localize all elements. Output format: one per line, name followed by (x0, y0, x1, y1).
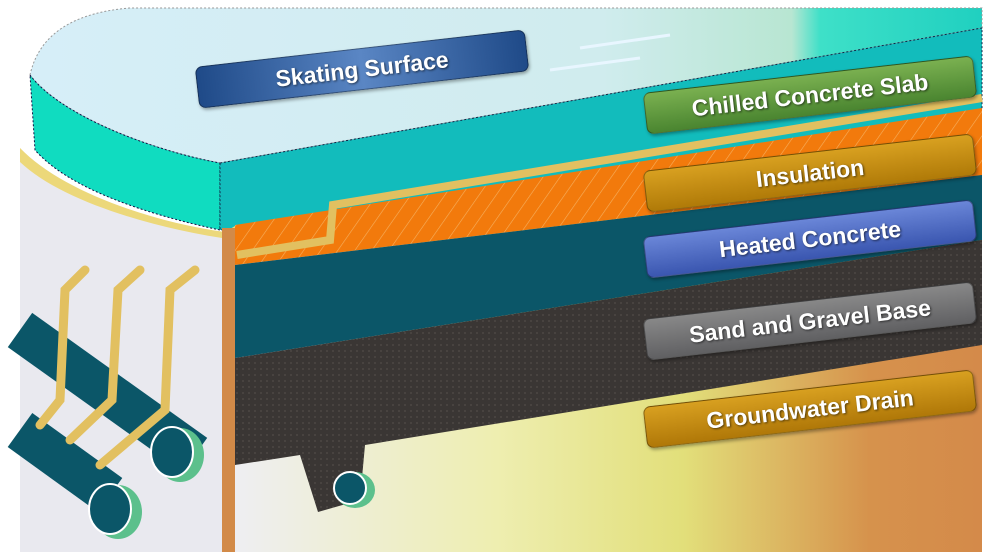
cooling-pipe (236, 94, 983, 259)
insulation-layer (235, 108, 982, 265)
rim-band (20, 148, 235, 240)
ice-glint (549, 56, 641, 72)
cut-edge (222, 228, 235, 552)
chilled-slab-curved-edge (29, 73, 221, 231)
ice-glint (579, 33, 671, 50)
drain-pipe (333, 471, 367, 505)
header-pipes (7, 265, 208, 539)
